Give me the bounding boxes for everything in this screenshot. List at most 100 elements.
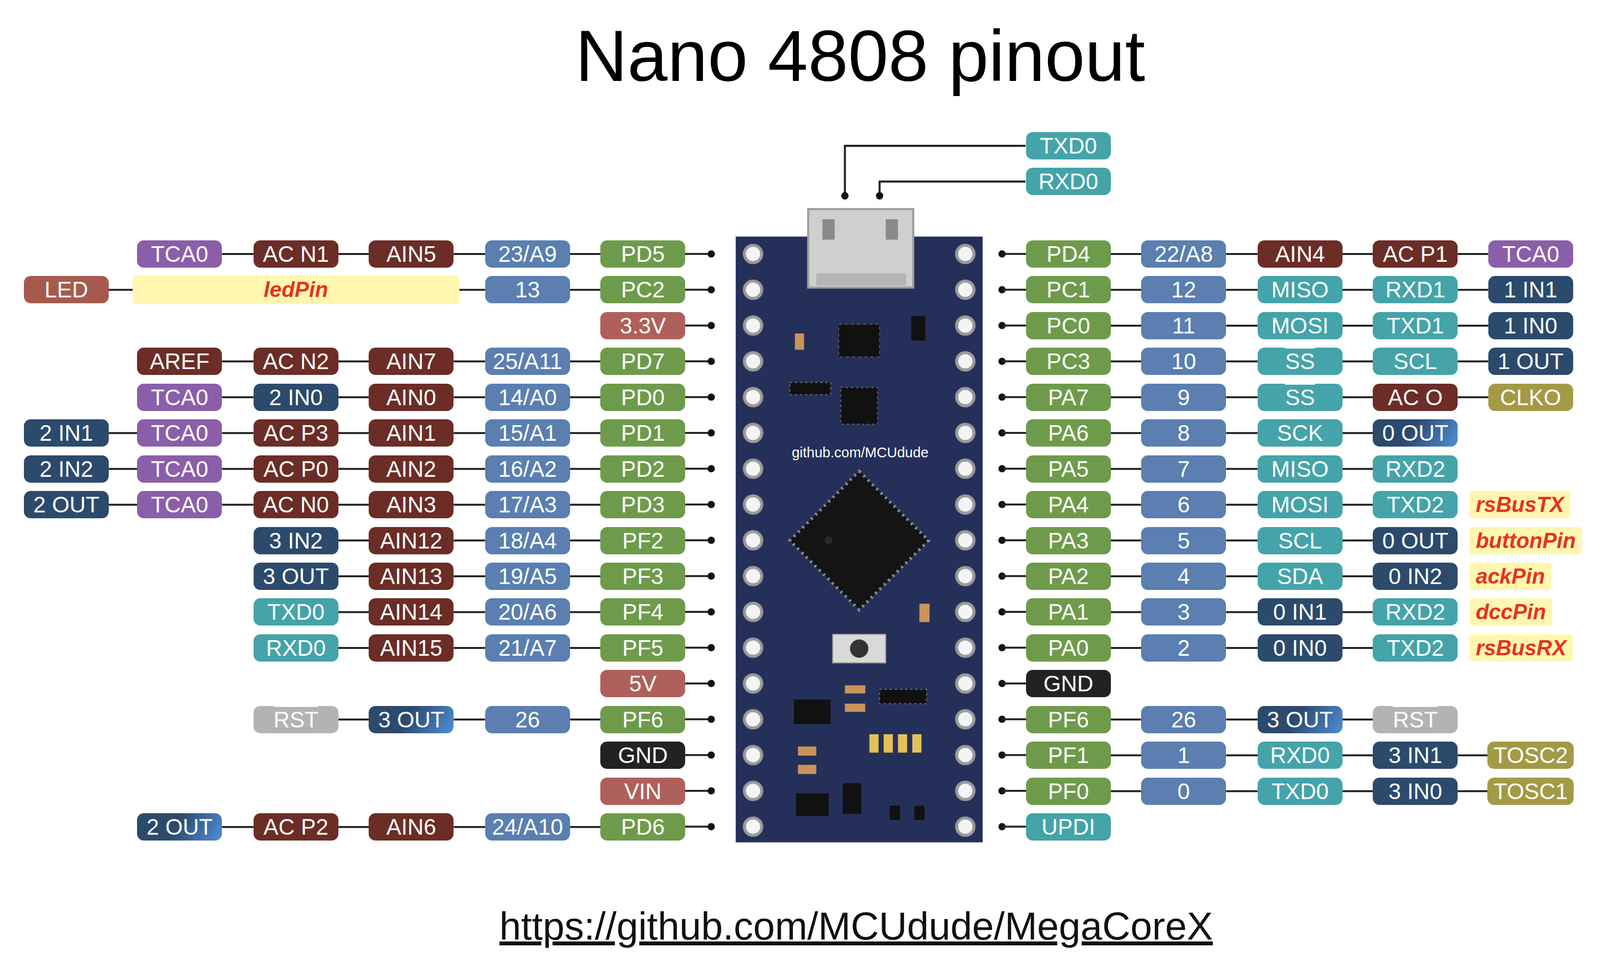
arduino-pin-number: 17/A3 — [485, 491, 571, 519]
serial-pill: TXD2 — [1372, 491, 1458, 519]
highlight-band: ledPin — [132, 275, 460, 304]
pin-label: PF4 — [622, 600, 664, 624]
pin-label: ledPin — [263, 278, 329, 301]
arduino-pin-number: 11 — [1141, 312, 1226, 340]
analog-pill: AC P3 — [253, 419, 339, 447]
pin-label: 14/A0 — [498, 386, 557, 409]
serial-pill: RXD2 — [1372, 598, 1458, 626]
pin-label: AIN0 — [386, 386, 436, 409]
pin-connector — [338, 432, 369, 435]
ground-pin: GND — [1026, 670, 1111, 698]
timer-io-pill: 2 OUT — [23, 491, 109, 519]
smd-led — [869, 734, 879, 753]
arduino-pin-number: 13 — [485, 276, 571, 304]
pin-label: AC N1 — [262, 242, 329, 266]
pin-label: AIN4 — [1275, 242, 1325, 266]
pin-label: PD2 — [621, 457, 665, 481]
arduino-pin-number: 26 — [485, 706, 571, 734]
timer-pill: TCA0 — [137, 491, 222, 519]
pin-connector — [108, 503, 138, 506]
pin-connector — [1225, 288, 1258, 291]
ground-pin: GND — [600, 741, 686, 770]
clock-pill: TOSC1 — [1487, 777, 1574, 806]
timer-io-pill: 2 OUT — [137, 813, 222, 841]
port-pin: PC2 — [600, 276, 686, 304]
right-pin-leads — [996, 236, 1029, 845]
pin-label: 26 — [514, 708, 540, 731]
timer-io-pill: 2 IN2 — [23, 455, 109, 483]
pin-label: AIN2 — [386, 457, 436, 481]
pin-label: SCL — [1278, 529, 1322, 553]
port-pin: PA6 — [1026, 419, 1111, 447]
pin-label: PD1 — [621, 421, 665, 445]
usb-rx-dot — [875, 192, 884, 200]
pin-connector — [1342, 432, 1373, 435]
power-pin: 5V — [600, 670, 686, 698]
pin-label: 2 OUT — [33, 493, 99, 516]
pin-label: TXD1 — [1386, 314, 1444, 337]
pin-connector — [570, 575, 601, 578]
arduino-pin-number: 6 — [1141, 491, 1226, 519]
analog-pill: AIN4 — [1257, 240, 1343, 268]
pin-label: RXD1 — [1385, 278, 1446, 301]
smd-part — [889, 805, 901, 820]
usb-connector — [808, 209, 914, 288]
pin-connector — [1225, 611, 1258, 613]
pin-label: 12 — [1171, 278, 1197, 301]
analog-pill: AIN7 — [368, 347, 454, 376]
pin-label: 9 — [1177, 386, 1190, 409]
left-pin-leads — [681, 236, 717, 845]
serial-pill: SDA — [1257, 562, 1343, 591]
pin-label: 11 — [1171, 314, 1196, 337]
pin-connector — [570, 611, 601, 613]
pin-label: 26 — [1171, 708, 1197, 731]
pin-label: RXD2 — [1385, 600, 1446, 624]
pin-label: TCA0 — [150, 242, 209, 266]
pin-label: 4 — [1177, 565, 1190, 588]
arduino-pin-number: 25/A11 — [485, 347, 571, 376]
left-pin-holes — [738, 236, 768, 845]
analog-pill: AC P1 — [1372, 240, 1458, 268]
pin-label: 16/A2 — [498, 457, 557, 481]
pin-label: 7 — [1177, 457, 1190, 481]
usb-rx-lead — [879, 181, 1026, 194]
smd-part — [845, 685, 866, 694]
arduino-pin-number: 2 — [1141, 634, 1226, 662]
serial-pill: RXD0 — [1026, 167, 1111, 196]
code-annotation: dccPin — [1469, 598, 1553, 626]
pin-connector — [1342, 324, 1373, 327]
timer-io-pill: 0 IN1 — [1257, 598, 1343, 626]
pin-connector — [1342, 253, 1373, 256]
analog-pill: AIN5 — [368, 240, 454, 268]
pin-connector — [1110, 432, 1142, 435]
usb-slot — [822, 219, 835, 240]
power-pin: 3.3V — [600, 312, 686, 340]
pin-connector — [570, 718, 601, 721]
serial-pill: SCL — [1372, 347, 1458, 376]
pin-label: 1 OUT — [1497, 350, 1564, 373]
port-pin: PA1 — [1026, 598, 1111, 626]
pin-connector — [338, 826, 369, 829]
pin-label: 10 — [1171, 350, 1197, 373]
timer-io-pill: 0 IN0 — [1257, 634, 1343, 662]
pin-label: PF1 — [1047, 744, 1089, 767]
analog-pill: AREF — [137, 347, 222, 376]
pin-label: 1 — [1177, 744, 1190, 767]
pin-connector — [1342, 611, 1373, 613]
pin-connector — [1342, 288, 1373, 291]
arduino-pin-number: 0 — [1141, 777, 1226, 806]
pin-label: PF6 — [1047, 708, 1089, 731]
analog-pill: AIN12 — [368, 527, 454, 555]
pin-connector — [1110, 288, 1142, 291]
pin-connector — [1225, 575, 1258, 578]
usb-shell — [816, 273, 907, 286]
smd-part — [797, 746, 817, 756]
pin-connector — [1110, 539, 1142, 542]
pin-connector — [453, 396, 486, 399]
pin-label: PD3 — [621, 493, 665, 516]
pin-label: TCA0 — [1501, 242, 1560, 266]
pin-label: 0 IN0 — [1273, 636, 1327, 660]
port-pin: PF5 — [600, 634, 686, 662]
serial-pill: RXD1 — [1372, 276, 1458, 304]
pin-connector — [1225, 360, 1258, 363]
